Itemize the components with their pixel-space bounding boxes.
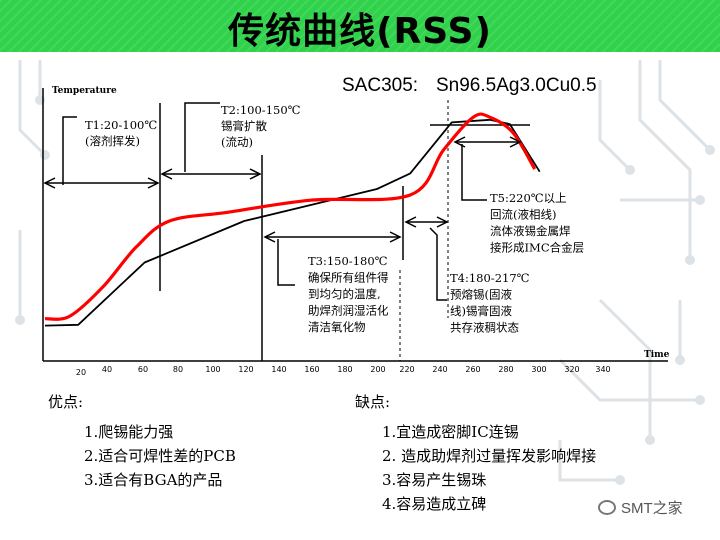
disadvantage-item: 4.容易造成立碑 <box>382 495 487 513</box>
x-tick-label: 320 <box>564 365 579 374</box>
title-banner: 传统曲线(RSS) <box>0 0 720 52</box>
x-tick-label: 80 <box>173 365 183 374</box>
disadvantages-heading: 缺点: <box>355 393 391 411</box>
page-title: 传统曲线(RSS) <box>228 11 492 52</box>
zone-t5-text: 接形成IMC合金层 <box>490 241 584 255</box>
advantage-item: 1.爬锡能力强 <box>84 423 174 441</box>
red-profile-line <box>44 112 537 321</box>
advantages-heading: 优点: <box>48 393 84 411</box>
zone-t4-text: 预熔锡(固液 <box>450 288 512 302</box>
wechat-icon <box>598 500 616 515</box>
zone-t5-text: 回流(液相线) <box>490 208 556 222</box>
zone-t4-text: T4:180-217℃ <box>450 271 530 285</box>
x-tick-label: 40 <box>102 365 112 374</box>
zone-t3-text: T3:150-180℃ <box>308 254 388 268</box>
zone-separators <box>159 103 404 361</box>
advantages-section: 优点: 1.爬锡能力强 2.适合可焊性差的PCB 3.适合有BGA的产品 <box>48 390 236 492</box>
zone-t3-text: 确保所有组件得 <box>308 271 389 285</box>
zone-t4-text: 共存液稠状态 <box>450 321 519 335</box>
x-tick-label: 20 <box>76 368 86 377</box>
zone-t4-text: 线)锡膏固液 <box>450 304 512 318</box>
zone-t3-text: 助焊剂润湿活化 <box>308 304 389 318</box>
disadvantages-section: 缺点: 1.宜造成密脚IC连锡 2. 造成助焊剂过量挥发影响焊接 3.容易产生锡… <box>355 390 596 516</box>
watermark: SMT之家 <box>598 497 683 518</box>
zone-t1-text: T1:20-100℃ <box>85 118 157 132</box>
x-tick-label: 240 <box>432 365 447 374</box>
disadvantage-item: 2. 造成助焊剂过量挥发影响焊接 <box>382 447 597 465</box>
watermark-text: SMT之家 <box>621 500 683 517</box>
alloy-composition: Sn96.5Ag3.0Cu0.5 <box>436 75 597 96</box>
zone-t3-text: 到均匀的温度, <box>308 287 381 301</box>
x-tick-label: 60 <box>138 365 148 374</box>
disadvantage-item: 1.宜造成密脚IC连锡 <box>382 423 519 441</box>
x-tick-label: 200 <box>370 365 385 374</box>
x-tick-label: 100 <box>205 365 220 374</box>
zone-t2-text: T2:100-150℃ <box>221 103 301 117</box>
zone-arrows <box>43 102 522 301</box>
zone-t5-text: 流体液锡金属焊 <box>490 224 571 238</box>
alloy-name: SAC305: <box>342 75 418 96</box>
advantage-item: 3.适合有BGA的产品 <box>84 471 223 489</box>
x-tick-label: 120 <box>238 365 253 374</box>
zone-t1-text: (溶剂挥发) <box>85 134 140 148</box>
x-tick-label: 220 <box>399 365 414 374</box>
y-axis-label: Temperature <box>52 86 117 96</box>
disadvantage-item: 3.容易产生锡珠 <box>382 471 487 489</box>
x-tick-label: 340 <box>595 365 610 374</box>
zone-t2-text: 锡膏扩散 <box>221 119 267 133</box>
zone-t2-text: (流动) <box>221 135 253 149</box>
x-tick-label: 160 <box>304 365 319 374</box>
zone-t5-text: T5:220℃以上 <box>490 191 567 205</box>
x-tick-label: 140 <box>271 365 286 374</box>
x-tick-label: 180 <box>337 365 352 374</box>
x-tick-label: 260 <box>465 365 480 374</box>
x-tick-label: 280 <box>498 365 513 374</box>
x-tick-label: 300 <box>531 365 546 374</box>
zone-t3-text: 清洁氧化物 <box>308 320 366 334</box>
advantage-item: 2.适合可焊性差的PCB <box>84 447 236 465</box>
x-axis-label: Time <box>644 350 670 360</box>
